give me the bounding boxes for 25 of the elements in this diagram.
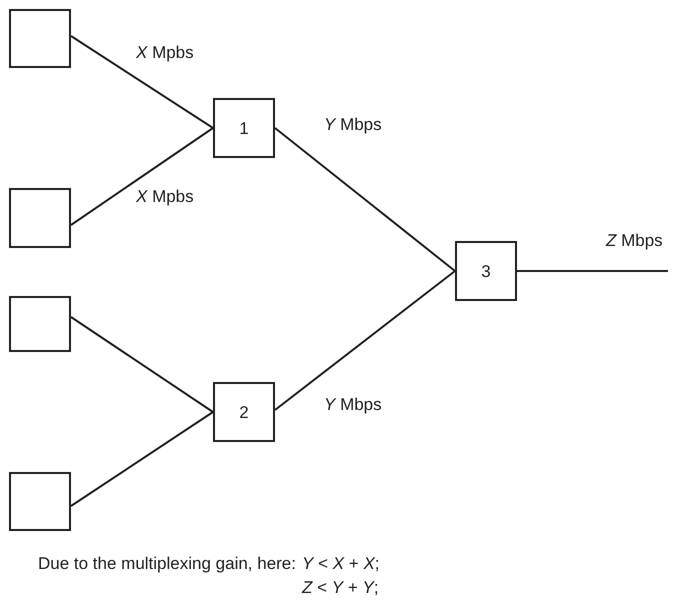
numbered-box	[213, 98, 275, 158]
connector-line	[70, 316, 214, 413]
numbered-box	[455, 241, 517, 301]
empty-box	[9, 472, 71, 531]
connector-line	[70, 411, 214, 507]
note-text: Due to the multiplexing gain, here:	[38, 553, 296, 575]
numbered-box	[213, 382, 275, 442]
box-number: 1	[239, 120, 249, 136]
inequality-text: Z < Y + Y;	[302, 577, 379, 599]
connector-line	[70, 127, 214, 226]
connector-line	[70, 35, 214, 129]
connector-line	[274, 127, 456, 272]
empty-box	[9, 296, 71, 352]
connector-line	[517, 270, 668, 272]
box-number: 2	[239, 404, 249, 420]
inequality-text: Y < X + X;	[302, 553, 380, 575]
edge-label: X Mpbs	[136, 44, 194, 61]
edge-label: X Mpbs	[136, 188, 194, 205]
box-number: 3	[481, 262, 491, 280]
empty-box	[9, 188, 71, 248]
connector-line	[274, 270, 456, 411]
edge-label: Y Mbps	[324, 396, 382, 413]
edge-label: Y Mbps	[324, 116, 382, 133]
edge-label: Z Mbps	[606, 232, 663, 249]
empty-box	[9, 9, 71, 68]
